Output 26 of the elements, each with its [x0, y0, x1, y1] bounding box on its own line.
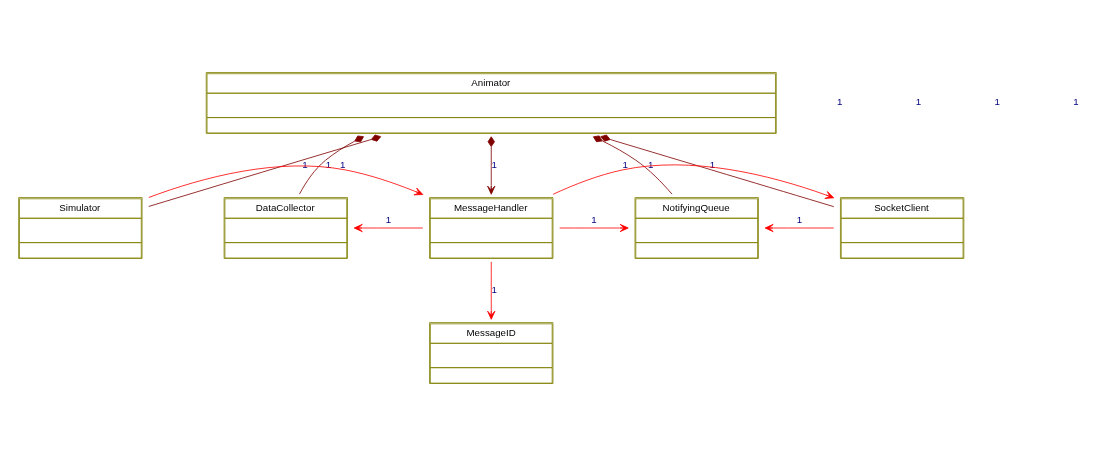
edge-label: 1	[491, 283, 497, 295]
arrow	[487, 135, 496, 195]
arrow	[559, 223, 629, 232]
connector	[299, 135, 364, 194]
edge-label: 1	[622, 158, 628, 170]
edge-label: 1	[325, 158, 332, 170]
label: 1	[994, 95, 1000, 107]
arrow	[764, 223, 835, 232]
arrow	[487, 261, 496, 320]
connector	[600, 134, 835, 207]
edge-label: 1	[339, 158, 346, 170]
edge-label: 1	[648, 158, 654, 170]
edge-label: 1	[591, 213, 597, 225]
arrow	[353, 223, 424, 232]
edge-label: 1	[796, 213, 803, 225]
edge-label: 1	[385, 213, 392, 225]
label: 1	[915, 95, 922, 107]
label: 1	[1073, 95, 1079, 107]
connector	[148, 134, 382, 207]
connector	[593, 135, 673, 195]
edge-label: 1	[302, 158, 308, 170]
edge-label: 1	[491, 158, 497, 170]
label: 1	[836, 95, 843, 107]
arrow	[148, 165, 424, 198]
arrow	[552, 163, 835, 199]
edge-label: 1	[709, 158, 716, 170]
